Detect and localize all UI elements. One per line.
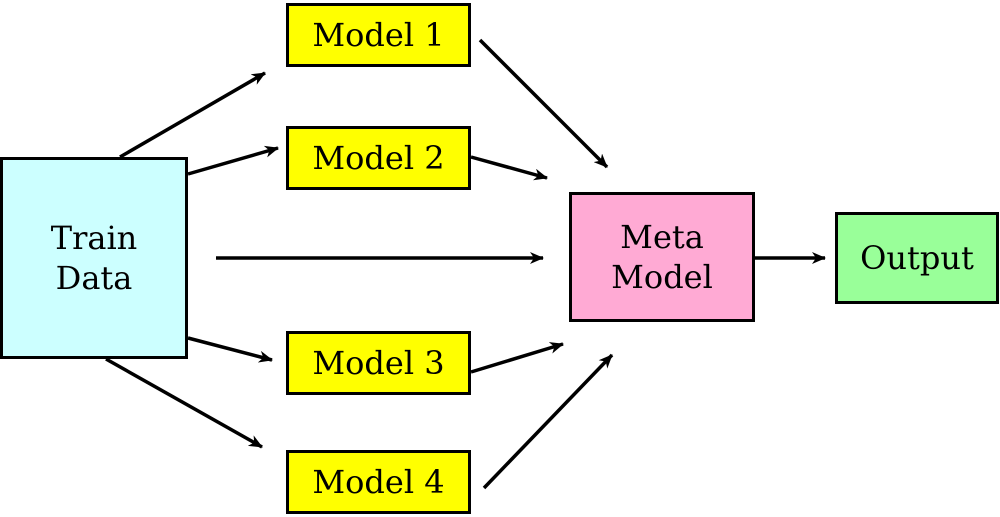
model-4-node: Model 4 [286, 450, 471, 514]
model-2-node: Model 2 [286, 126, 471, 190]
model-1-node: Model 1 [286, 3, 471, 67]
model-1-label: Model 1 [312, 16, 445, 54]
arrow-train-to-model3 [187, 336, 273, 363]
meta-model-node: Meta Model [569, 192, 755, 322]
model-3-node: Model 3 [286, 331, 471, 395]
model-2-label: Model 2 [312, 139, 445, 177]
arrow-train-to-model1 [119, 71, 266, 159]
arrow-model3-to-meta [470, 342, 564, 374]
arrow-model4-to-meta [482, 353, 614, 490]
output-label: Output [860, 239, 974, 277]
model-4-label: Model 4 [312, 463, 445, 501]
arrow-train-to-model4 [105, 357, 263, 449]
model-3-label: Model 3 [312, 344, 445, 382]
output-node: Output [835, 212, 999, 304]
arrow-model1-to-meta [478, 38, 609, 169]
train-data-node: Train Data [0, 157, 188, 359]
meta-model-label: Meta Model [611, 218, 713, 296]
arrow-model2-to-meta [470, 155, 548, 181]
train-data-label: Train Data [50, 219, 138, 297]
arrow-train-to-model2 [187, 145, 279, 176]
